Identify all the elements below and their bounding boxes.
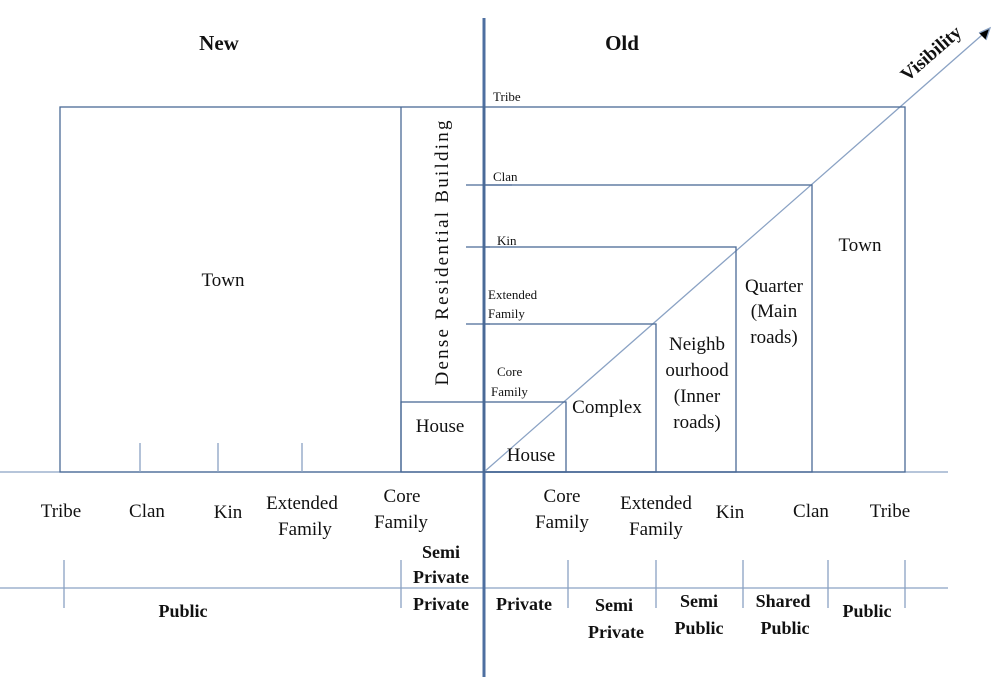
axis-label-tribe-new: Tribe	[41, 501, 81, 522]
label-core-top-2: Family	[491, 384, 528, 399]
axis-label-core-old-2: Family	[535, 512, 589, 533]
label-clan-top: Clan	[493, 169, 518, 184]
dense-residential-building-label: Dense Residential Building	[432, 120, 453, 386]
axis-label-extended-old-2: Family	[629, 519, 683, 540]
axis-label-clan-new: Clan	[129, 501, 165, 522]
axis-label-clan-old: Clan	[793, 501, 829, 522]
privacy-semi-public-old-2: Public	[674, 618, 723, 638]
privacy-semi-public-old-1: Semi	[680, 591, 718, 611]
axis-label-core-new-1: Core	[384, 486, 421, 507]
label-extended-top-1: Extended	[488, 287, 538, 302]
axis-label-kin-new: Kin	[214, 502, 243, 523]
privacy-private-old: Private	[496, 594, 552, 614]
new-town-label: Town	[201, 270, 245, 291]
privacy-private-new: Private	[413, 594, 469, 614]
visibility-label: Visibility	[897, 22, 966, 86]
privacy-semi-private-old-2: Private	[588, 622, 644, 642]
label-core-top-1: Core	[497, 364, 523, 379]
axis-label-tribe-old: Tribe	[870, 501, 910, 522]
privacy-shared-public-old-2: Public	[760, 618, 809, 638]
neighbourhood-label-1: Neighb	[669, 334, 725, 355]
new-house-label: House	[416, 416, 465, 437]
quarter-label-1: Quarter	[745, 276, 804, 297]
privacy-semi-private-old-1: Semi	[595, 595, 633, 615]
axis-label-kin-old: Kin	[716, 502, 745, 523]
privacy-public-old: Public	[842, 601, 891, 621]
neighbourhood-label-3: (Inner	[674, 386, 721, 407]
complex-label: Complex	[572, 397, 642, 418]
axis-label-extended-old-1: Extended	[620, 493, 692, 514]
new-house-box	[400, 401, 485, 473]
header-old: Old	[605, 31, 639, 55]
visibility-arrowhead	[978, 26, 992, 41]
quarter-label-3: roads)	[750, 327, 797, 348]
label-extended-top-2: Family	[488, 306, 525, 321]
axis-label-core-new-2: Family	[374, 512, 428, 533]
label-kin-top: Kin	[497, 233, 517, 248]
visibility-diagonal	[483, 27, 991, 473]
old-house-box	[483, 401, 567, 473]
old-town-label: Town	[838, 235, 882, 256]
label-tribe-top: Tribe	[493, 89, 521, 104]
privacy-semi-private-new-2: Private	[413, 567, 469, 587]
neighbourhood-label-2: ourhood	[665, 360, 729, 381]
complex-box	[483, 323, 657, 473]
privacy-semi-private-new-1: Semi	[422, 542, 460, 562]
header-new: New	[199, 31, 239, 55]
neighbourhood-label-4: roads)	[673, 412, 720, 433]
axis-label-core-old-1: Core	[544, 486, 581, 507]
axis-label-extended-new-1: Extended	[266, 493, 338, 514]
axis-label-extended-new-2: Family	[278, 519, 332, 540]
quarter-label-2: (Main	[751, 301, 798, 322]
privacy-public-new: Public	[158, 601, 207, 621]
privacy-shared-public-old-1: Shared	[756, 591, 811, 611]
old-house-label: House	[507, 445, 556, 466]
